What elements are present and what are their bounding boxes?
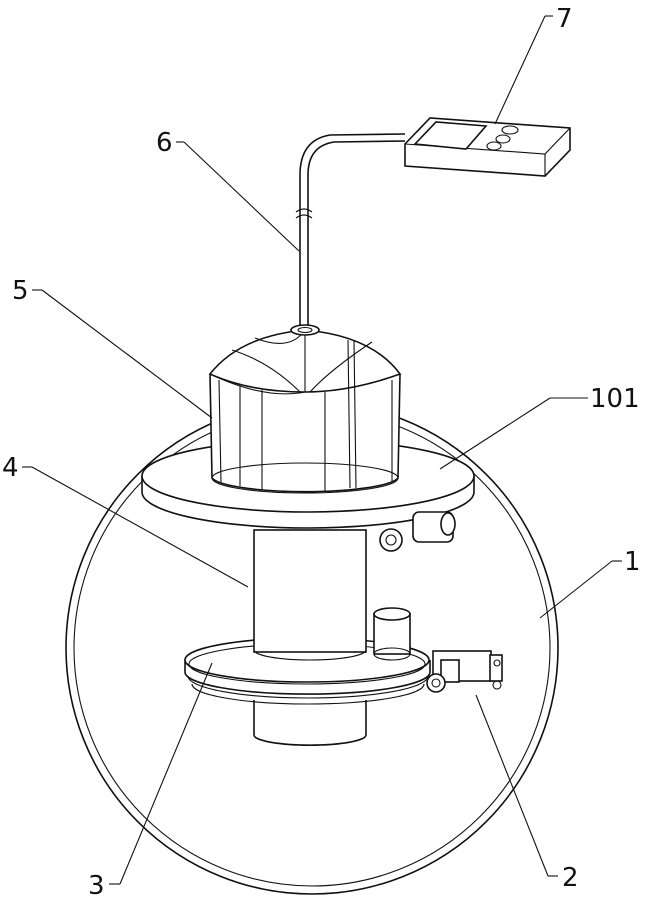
cage	[208, 324, 402, 494]
controller	[404, 117, 571, 177]
side-motor	[426, 650, 503, 693]
cable	[295, 133, 406, 325]
lower-cylinder	[253, 700, 367, 746]
label-5: 5	[12, 276, 29, 306]
label-1: 1	[624, 547, 641, 577]
central-column	[253, 529, 367, 661]
label-6: 6	[156, 128, 173, 158]
label-4: 4	[2, 453, 19, 483]
label-3: 3	[88, 871, 105, 901]
small-motor	[373, 607, 411, 661]
label-7: 7	[556, 4, 573, 34]
leader-lines	[22, 15, 622, 885]
label-2: 2	[562, 863, 579, 893]
gear-assembly	[379, 511, 456, 552]
label-101: 101	[590, 384, 640, 414]
